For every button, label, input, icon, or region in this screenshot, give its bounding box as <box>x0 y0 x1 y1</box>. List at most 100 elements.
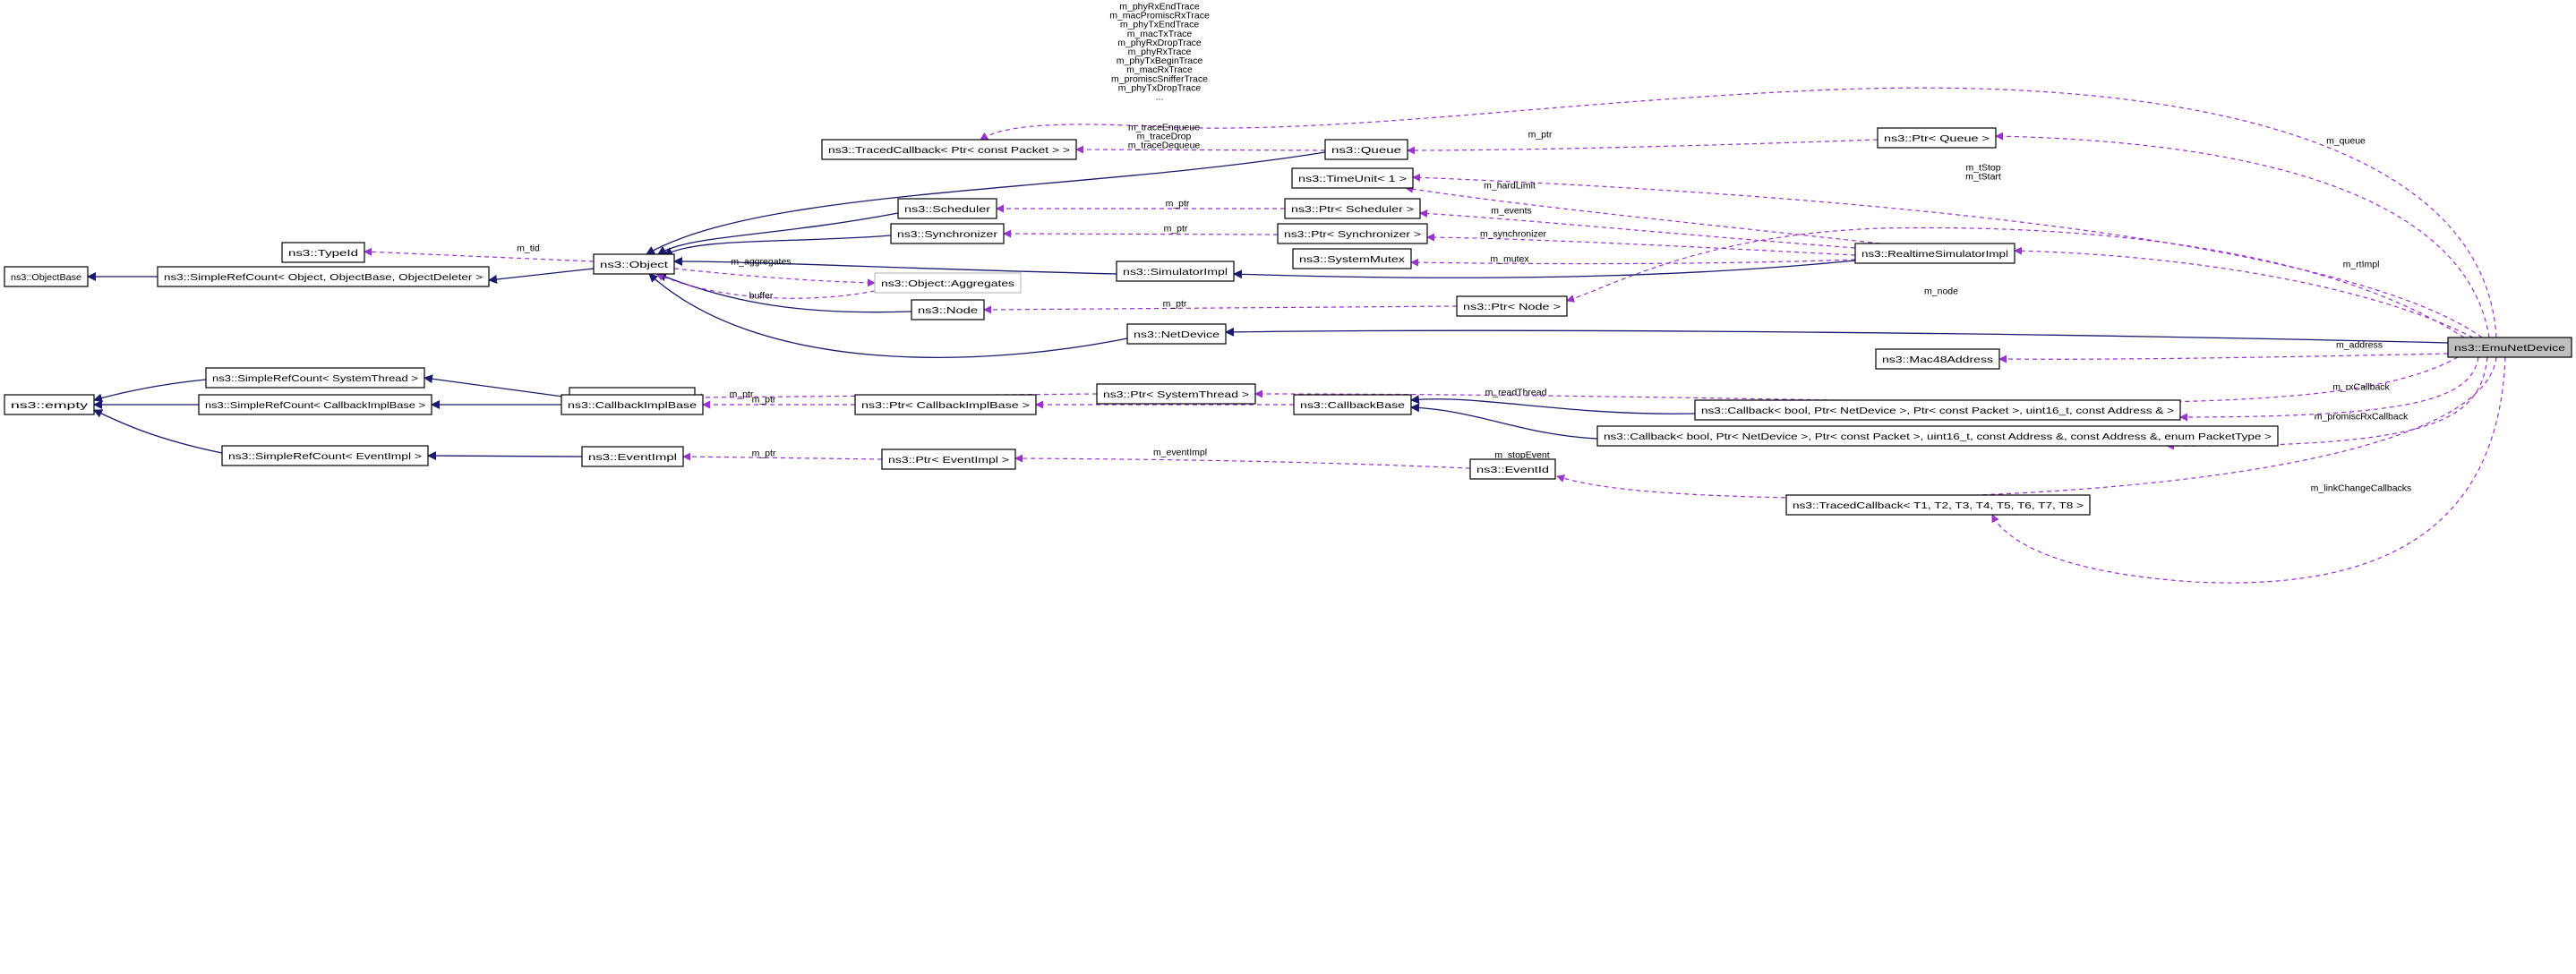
inheritance-edge-rsi-to-simulatorimpl <box>1233 260 1856 279</box>
class-node-synchronizer[interactable]: ns3::Synchronizer <box>890 223 1005 244</box>
class-node-ptrsynchronizer[interactable]: ns3::Ptr< Synchronizer > <box>1277 223 1428 244</box>
class-node-box <box>1284 198 1421 219</box>
edge-label: m_linkChangeCallbacks <box>2311 483 2412 494</box>
class-node-objectbase[interactable]: ns3::ObjectBase <box>4 266 89 287</box>
usage-edge-emu-to-ptrnode <box>1566 226 2465 338</box>
edge-label: m_node <box>1924 286 1958 297</box>
class-node-label: ns3::Ptr< EventImpl > <box>888 455 1009 466</box>
class-node-emu[interactable]: ns3::EmuNetDevice <box>2447 337 2572 358</box>
edge-label: m_ptr <box>1528 130 1553 141</box>
class-node-box <box>593 253 675 275</box>
class-node-label: ns3::Ptr< Node > <box>1463 302 1561 312</box>
edge-label: m_rxCallback <box>2332 382 2390 393</box>
class-node-ptrscheduler[interactable]: ns3::Ptr< Scheduler > <box>1284 198 1421 219</box>
class-node-label: ns3::EmuNetDevice <box>2454 343 2565 354</box>
class-node-node[interactable]: ns3::Node <box>911 299 985 320</box>
class-node-queue[interactable]: ns3::Queue <box>1324 139 1408 160</box>
class-node-ptrqueue[interactable]: ns3::Ptr< Queue > <box>1877 127 1997 149</box>
class-node-box <box>581 446 684 467</box>
edge-label: m_mutex <box>1490 254 1529 265</box>
usage-edge-emu-to-timeunit <box>1412 173 2483 338</box>
class-node-ptrsystemthread[interactable]: ns3::Ptr< SystemThread > <box>1096 383 1256 405</box>
class-node-box <box>1293 394 1412 415</box>
class-node-label: ns3::CallbackBase <box>1300 400 1405 411</box>
class-node-eventid[interactable]: ns3::EventId <box>1469 458 1556 480</box>
class-node-box <box>1116 261 1235 282</box>
class-node-label: ns3::empty <box>11 400 89 411</box>
class-node-box <box>281 242 365 263</box>
class-node-callbackimplbase[interactable]: ns3::CallbackImplBase <box>561 394 704 415</box>
edge-label: m_promiscRxCallback <box>2315 412 2409 423</box>
edge-label: m_phyTxBeginTrace <box>1117 56 1203 66</box>
class-node-empty[interactable]: ns3::empty <box>4 394 95 415</box>
class-node-box <box>1694 399 2181 421</box>
edge-label: m_eventImpl <box>1153 448 1207 458</box>
class-node-label: ns3::SimpleRefCount< CallbackImplBase > <box>205 400 425 411</box>
class-node-ptrnode[interactable]: ns3::Ptr< Node > <box>1456 295 1568 317</box>
edge-label: m_events <box>1491 206 1532 217</box>
class-node-callbackbase[interactable]: ns3::CallbackBase <box>1293 394 1412 415</box>
class-node-box <box>890 223 1005 244</box>
class-node-label: ns3::CallbackImplBase <box>568 400 697 411</box>
class-node-scheduler[interactable]: ns3::Scheduler <box>897 198 997 219</box>
class-node-mac48[interactable]: ns3::Mac48Address <box>1875 348 2000 370</box>
class-node-eventimpl[interactable]: ns3::EventImpl <box>581 446 684 467</box>
usage-edge-ptreventimpl-to-eventimpl <box>682 452 883 461</box>
class-node-box <box>157 266 490 287</box>
edge-label: m_traceEnqueue <box>1128 123 1200 133</box>
nodes-layer: ns3::ObjectBase ns3::SimpleRefCount< Obje… <box>4 127 2572 516</box>
class-node-tct[interactable]: ns3::TracedCallback< T1, T2, T3, T4, T5,… <box>1785 494 2091 516</box>
usage-edge-emu-to-ptrsystemthread <box>1254 356 2459 404</box>
class-node-srcobject[interactable]: ns3::SimpleRefCount< Object, ObjectBase,… <box>157 266 490 287</box>
edge-label: m_hardLimit <box>1484 181 1536 192</box>
edge-label: m_traceDequeue <box>1128 141 1201 151</box>
class-node-srceventimpl[interactable]: ns3::SimpleRefCount< EventImpl > <box>221 445 429 466</box>
class-node-box <box>1277 223 1428 244</box>
edge-label: m_readThread <box>1485 388 1547 398</box>
class-node-label: ns3::Node <box>918 305 978 316</box>
class-node-box <box>1854 243 2015 264</box>
class-node-box <box>205 367 425 389</box>
class-node-label: ns3::Callback< bool, Ptr< NetDevice >, P… <box>1604 431 2272 442</box>
class-node-aggregates[interactable]: ns3::Object::Aggregates <box>874 272 1022 294</box>
class-node-rsi[interactable]: ns3::RealtimeSimulatorImpl <box>1854 243 2015 264</box>
class-node-box <box>1785 494 2091 516</box>
class-node-object[interactable]: ns3::Object <box>593 253 675 275</box>
class-node-label: ns3::SimpleRefCount< SystemThread > <box>212 373 418 384</box>
class-node-box <box>561 394 704 415</box>
class-node-callback2[interactable]: ns3::Callback< bool, Ptr< NetDevice >, P… <box>1596 425 2279 447</box>
class-node-callback1[interactable]: ns3::Callback< bool, Ptr< NetDevice >, P… <box>1694 399 2181 421</box>
class-node-label: ns3::ObjectBase <box>11 272 81 283</box>
edge-label: m_ptr <box>752 395 776 406</box>
usage-edge-emu-to-tct <box>1991 356 2506 584</box>
class-node-label: ns3::Object <box>600 260 668 270</box>
edges-layer <box>87 87 2506 584</box>
class-node-srcsystemthread[interactable]: ns3::SimpleRefCount< SystemThread > <box>205 367 425 389</box>
class-node-typeid[interactable]: ns3::TypeId <box>281 242 365 263</box>
class-node-timeunit[interactable]: ns3::TimeUnit< 1 > <box>1291 167 1414 189</box>
class-node-box <box>1292 248 1412 269</box>
class-node-systemmutex[interactable]: ns3::SystemMutex <box>1292 248 1412 269</box>
edge-label: m_phyTxDropTrace <box>1118 82 1202 93</box>
inheritance-edge-srcsystemthread-to-empty <box>93 379 207 403</box>
class-node-label: ns3::TracedCallback< Ptr< const Packet >… <box>828 145 1070 156</box>
inheritance-edge-object-to-srcobject <box>488 268 595 284</box>
usage-edge-ptrnode-to-node <box>983 305 1458 314</box>
class-node-ptreventimpl[interactable]: ns3::Ptr< EventImpl > <box>881 449 1016 470</box>
class-node-label: ns3::Synchronizer <box>897 229 998 240</box>
class-node-simulatorimpl[interactable]: ns3::SimulatorImpl <box>1116 261 1235 282</box>
inheritance-edge-eventimpl-to-srceventimpl <box>427 451 583 461</box>
class-node-srccallbackimplbase[interactable]: ns3::SimpleRefCount< CallbackImplBase > <box>198 394 432 415</box>
class-node-tcpacket[interactable]: ns3::TracedCallback< Ptr< const Packet >… <box>821 139 1077 160</box>
inheritance-edge-netdevice-to-object <box>648 273 1128 358</box>
class-node-ptrcallbackimplbase[interactable]: ns3::Ptr< CallbackImplBase > <box>854 394 1037 415</box>
edge-label: m_macTxTrace <box>1127 29 1193 39</box>
inheritance-edge-srceventimpl-to-empty <box>93 409 223 454</box>
class-node-label: ns3::Queue <box>1331 145 1401 156</box>
class-node-box <box>1096 383 1256 405</box>
class-node-label: ns3::Ptr< Scheduler > <box>1291 204 1414 215</box>
class-node-netdevice[interactable]: ns3::NetDevice <box>1126 323 1227 345</box>
edge-label: m_phyRxEndTrace <box>1119 2 1200 13</box>
class-node-box <box>897 198 997 219</box>
class-node-box <box>1596 425 2279 447</box>
